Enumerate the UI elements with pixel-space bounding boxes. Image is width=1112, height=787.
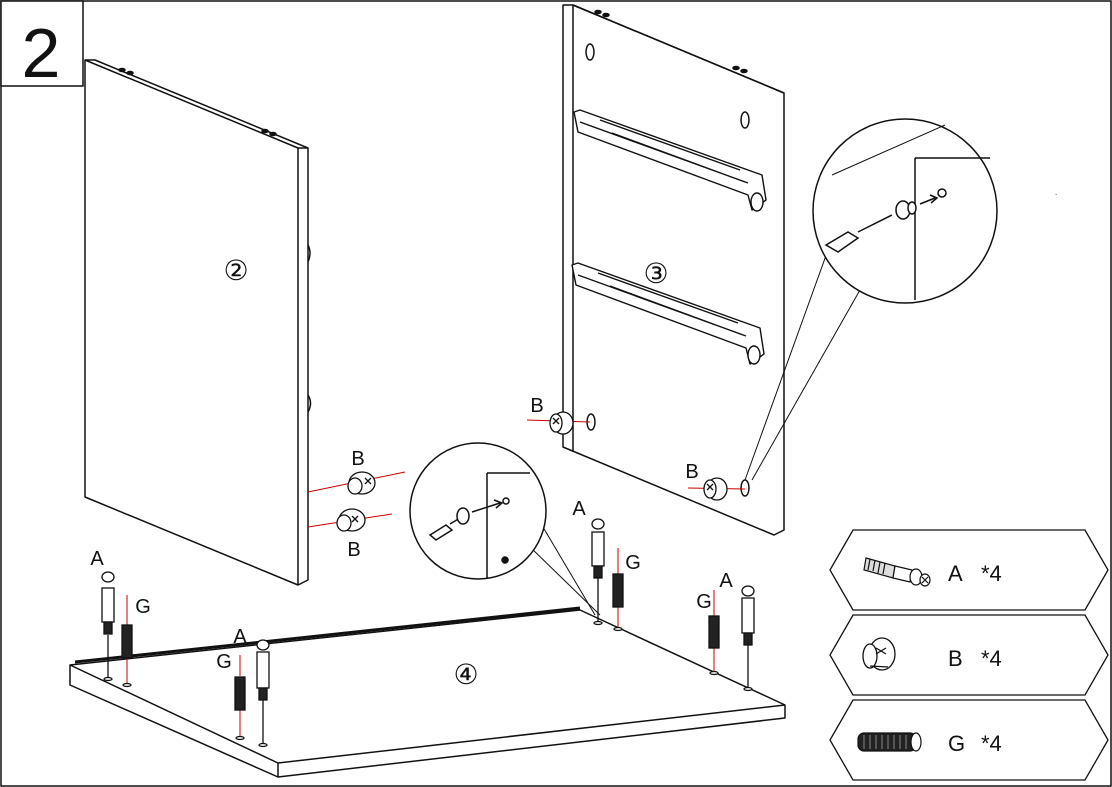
left-side-panel <box>84 59 312 586</box>
cam-lock-right-upper <box>526 411 591 435</box>
label-g-right: G <box>696 591 712 613</box>
label-b-lower: B <box>347 539 360 561</box>
bolt-a-front-mid <box>256 639 270 748</box>
dowel-g-front-left <box>121 595 133 688</box>
legend-a: A *4 <box>829 529 1109 611</box>
cam-lock-lower <box>307 508 393 532</box>
dowel-g-right <box>708 590 720 676</box>
step-number: 2 <box>22 14 61 92</box>
legend-b-label: B <box>948 646 963 671</box>
cam-lock-right-lower <box>687 477 746 501</box>
bolt-a-front-left <box>101 571 115 682</box>
right-panel-number: ③ <box>643 258 668 289</box>
legend-a-qty: *4 <box>981 561 1002 586</box>
cam-lock-upper <box>307 471 406 495</box>
dowel-g-front-mid <box>234 655 246 741</box>
bottom-panel-number: ④ <box>453 659 478 690</box>
drawer-slide-lower <box>571 262 765 365</box>
label-b-right-upper: B <box>530 395 543 417</box>
zoom-detail-upper <box>744 118 998 481</box>
legend-a-label: A <box>948 561 963 586</box>
stray-mark: . <box>1055 188 1057 197</box>
legend-b: B *4 <box>829 614 1109 696</box>
label-g-front-left: G <box>135 596 151 618</box>
label-b-right-lower: B <box>685 461 698 483</box>
legend-g-qty: *4 <box>981 731 1002 756</box>
legend-g: G *4 <box>829 699 1109 781</box>
step-number-box: 2 <box>0 0 84 92</box>
label-g-back-mid: G <box>625 552 641 574</box>
label-b-upper: B <box>351 448 364 470</box>
cam-bolt-icon <box>863 557 931 587</box>
label-g-front-mid: G <box>216 651 232 673</box>
label-a-back-mid: A <box>572 498 586 520</box>
bolt-a-back-mid <box>591 518 605 626</box>
drawer-slide-upper <box>573 109 767 212</box>
zoom-detail-lower <box>409 442 601 616</box>
label-a-front-left: A <box>90 548 104 570</box>
cam-lock-icon <box>862 637 896 671</box>
legend-g-label: G <box>948 731 965 756</box>
label-a-right: A <box>719 570 733 592</box>
bottom-panel <box>69 606 786 778</box>
bolt-a-right <box>741 585 755 692</box>
legend-b-qty: *4 <box>981 646 1002 671</box>
dowel-g-back-mid <box>612 548 624 632</box>
left-panel-number: ② <box>223 255 248 286</box>
wooden-dowel-icon <box>857 732 922 752</box>
label-a-front-mid: A <box>233 626 247 648</box>
